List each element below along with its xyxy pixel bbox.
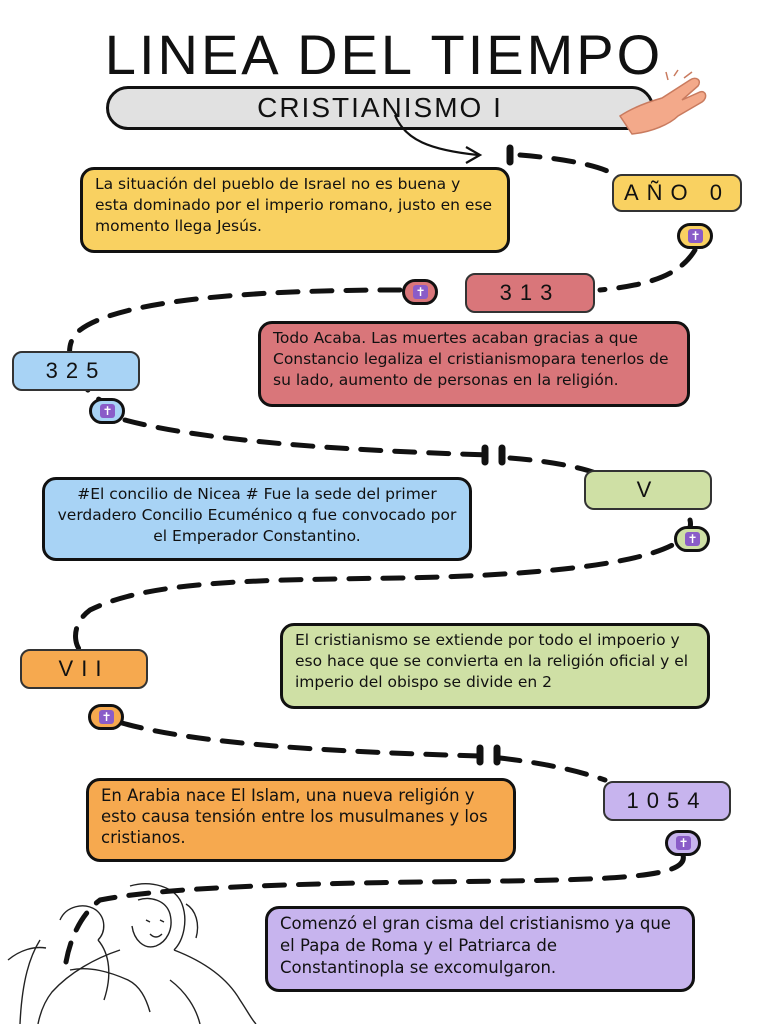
- path-segment: [497, 755, 608, 783]
- cross-icon: ✝: [688, 229, 703, 243]
- event-box-vii: En Arabia nace El Islam, una nueva relig…: [86, 778, 516, 862]
- marker-313: 313: [465, 273, 595, 313]
- event-text: #El concilio de Nicea # Fue la sede del …: [57, 485, 457, 545]
- timeline-node: ✝: [674, 526, 710, 552]
- cross-icon: ✝: [685, 532, 700, 546]
- event-box-313: Todo Acaba. Las muertes acaban gracias a…: [258, 321, 690, 407]
- path-segment: [517, 152, 628, 188]
- marker-year-0: AÑO 0: [612, 174, 742, 212]
- timeline-node: ✝: [677, 223, 713, 249]
- cross-icon: ✝: [676, 836, 691, 850]
- event-box-year-0: La situación del pueblo de Israel no es …: [80, 167, 510, 253]
- path-segment: [67, 287, 403, 403]
- marker-label: V: [636, 477, 660, 502]
- page-title: LINEA DEL TIEMPO: [104, 23, 664, 86]
- timeline-node: ✝: [665, 830, 701, 856]
- subtitle-pill: CRISTIANISMO I: [106, 86, 654, 130]
- event-text: En Arabia nace El Islam, una nueva relig…: [101, 786, 488, 847]
- marker-325: 325: [12, 351, 140, 391]
- event-text: Comenzó el gran cisma del cristianismo y…: [280, 914, 671, 977]
- event-text: El cristianismo se extiende por todo el …: [295, 631, 689, 691]
- event-text: La situación del pueblo de Israel no es …: [95, 175, 493, 235]
- event-box-1054: Comenzó el gran cisma del cristianismo y…: [265, 906, 695, 992]
- event-text: Todo Acaba. Las muertes acaban gracias a…: [273, 329, 669, 389]
- marker-label: 1054: [626, 788, 708, 813]
- cross-icon: ✝: [100, 404, 115, 418]
- subtitle-text: CRISTIANISMO I: [257, 92, 503, 123]
- timeline-node: ✝: [89, 398, 125, 424]
- path-segment: [122, 417, 493, 458]
- marker-label: VII: [58, 656, 110, 681]
- pointer-arrow: [393, 114, 479, 157]
- marker-v: V: [584, 470, 712, 510]
- marker-1054: 1054: [603, 781, 731, 821]
- event-box-325: #El concilio de Nicea # Fue la sede del …: [42, 477, 472, 561]
- timeline-node: ✝: [88, 704, 124, 730]
- marker-label: 325: [45, 358, 107, 383]
- marker-label: AÑO 0: [623, 180, 731, 205]
- marker-label: 313: [499, 280, 561, 305]
- timeline-node: ✝: [402, 279, 438, 305]
- path-segment: [73, 517, 693, 653]
- path-segment: [63, 852, 686, 965]
- marker-vii: VII: [20, 649, 148, 689]
- event-box-v: El cristianismo se extiende por todo el …: [280, 623, 710, 709]
- path-segment: [119, 720, 483, 759]
- hand-illustration: [618, 69, 707, 135]
- cross-icon: ✝: [413, 285, 428, 299]
- cross-icon: ✝: [99, 710, 114, 724]
- embrace-illustration: [7, 883, 257, 1024]
- path-segment: [597, 247, 698, 293]
